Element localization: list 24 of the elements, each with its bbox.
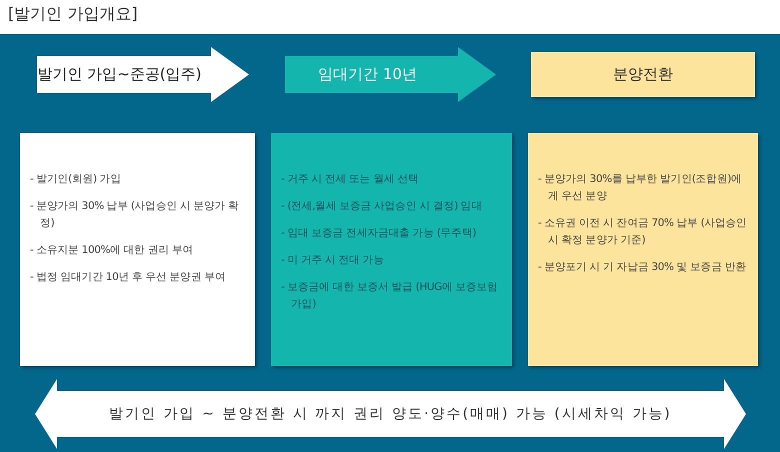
double-arrow-banner — [35, 379, 746, 449]
stage-label: 임대기간 10년 — [318, 65, 417, 84]
bullet-item: - 발기인(회원) 가입 — [30, 172, 122, 187]
stage-box — [531, 52, 755, 97]
bullet-item: - 임대 보증금 전세자금대출 가능 (무주택) — [281, 226, 478, 241]
bullet-item: - 소유지분 100%에 대한 권리 부여 — [30, 243, 194, 258]
bullet-item: - (전세,월세 보증금 사업승인 시 결정) 임대 — [281, 199, 483, 214]
bullet-item: - 분양포기 시 기 자납금 30% 및 보증금 반환 — [538, 260, 748, 275]
bullet-item: - 분양가의 30%를 납부한 발기인(조합원)에게 우선 분양 — [538, 172, 743, 204]
bullet-item: - 분양가의 30% 납부 (사업승인 시 분양가 확정) — [30, 199, 240, 231]
info-card — [20, 133, 255, 366]
bullet-item: - 법정 임대기간 10년 후 우선 분양권 부여 — [30, 270, 227, 285]
stage-label: 발기인 가입~준공(입주) — [37, 65, 202, 84]
bullet-item: - 소유권 이전 시 잔여금 70% 납부 (사업승인 시 확정 분양가 기준) — [538, 216, 748, 248]
stage-banner — [285, 47, 496, 102]
stage-label: 분양전환 — [613, 65, 673, 84]
bullet-item: - 거주 시 전세 또는 월세 선택 — [281, 172, 420, 187]
stage-banner — [37, 47, 249, 102]
info-card — [271, 133, 512, 366]
bullet-item: - 보증금에 대한 보증서 발급 (HUG에 보증보험 가입) — [281, 280, 499, 312]
diagram-title: [발기인 가입개요] — [8, 4, 138, 25]
banner-label: 발기인 가입 ~ 분양전환 시 까지 권리 양도·양수(매매) 가능 (시세차익 가능) — [109, 405, 672, 423]
info-card — [528, 133, 758, 366]
bullet-item: - 미 거주 시 전대 가능 — [281, 253, 385, 268]
